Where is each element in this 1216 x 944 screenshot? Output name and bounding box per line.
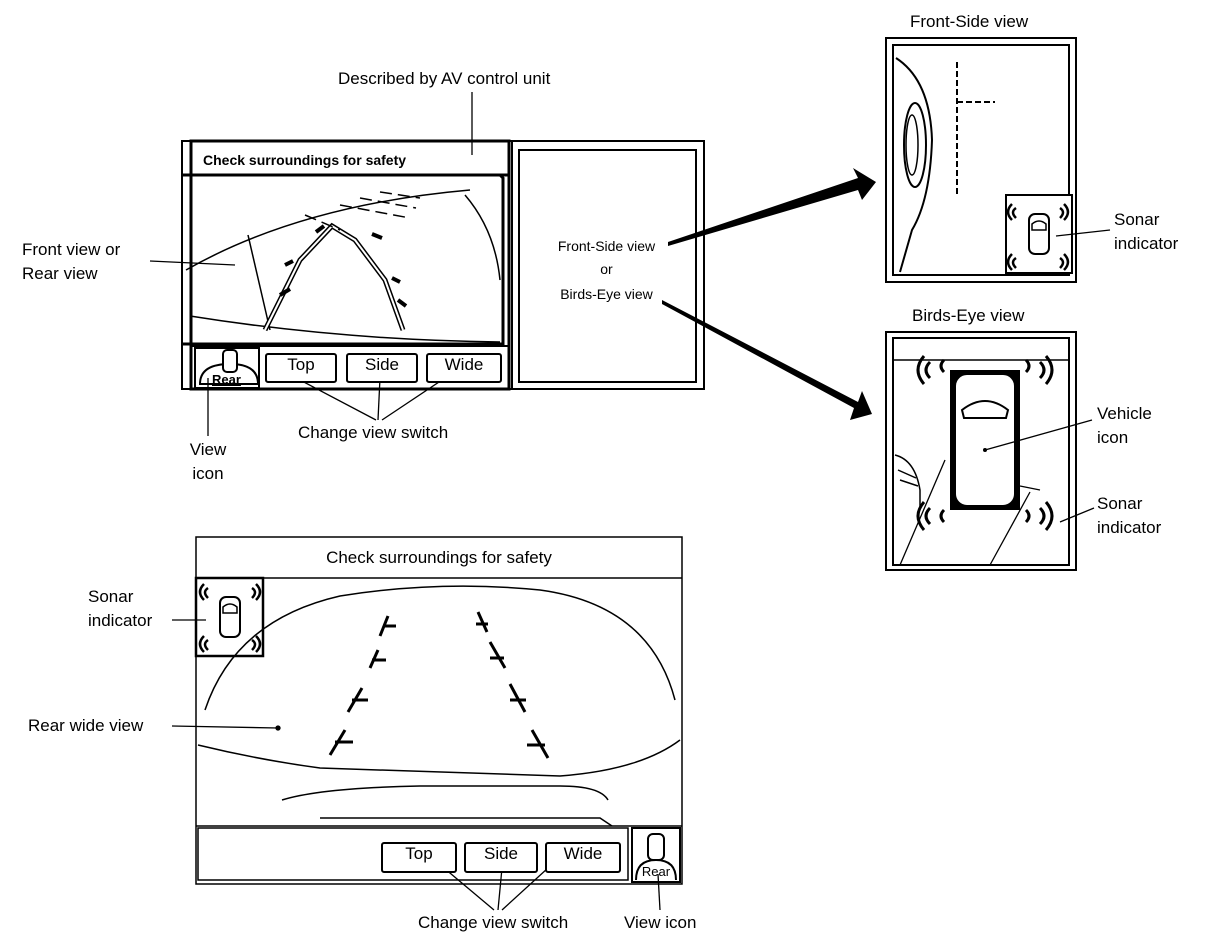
arrows <box>662 168 876 420</box>
right-panel-line2: or <box>600 261 613 277</box>
top-view-button[interactable]: Top <box>265 353 337 383</box>
described-by-label: Described by AV control unit <box>338 69 551 88</box>
sonar-label-2b: indicator <box>1097 518 1162 537</box>
front-or-rear-label-2: Rear view <box>22 264 98 283</box>
change-view-label-bottom: Change view switch <box>418 913 569 932</box>
top-leader-lines <box>149 92 473 436</box>
front-or-rear-label-1: Front view or <box>22 240 121 259</box>
bottom-leader-lines <box>171 619 661 911</box>
change-view-label-top: Change view switch <box>298 423 449 442</box>
right-panel-line1: Front-Side view <box>557 238 656 254</box>
top-monitor <box>181 139 705 391</box>
side-view-button[interactable]: Side <box>346 353 418 383</box>
view-icon-label-2: icon <box>192 464 224 483</box>
view-icon-label-1: View <box>189 440 227 459</box>
right-panel-line3: Birds-Eye view <box>560 286 653 302</box>
sonar-label-3a: Sonar <box>88 587 134 606</box>
side-view-button-bottom[interactable]: Side <box>464 842 538 873</box>
vehicle-icon-label-a: Vehicle <box>1097 404 1152 423</box>
view-icon-top-drawing <box>198 349 260 385</box>
sonar-label-2a: Sonar <box>1097 494 1143 513</box>
rear-wide-view-label: Rear wide view <box>28 716 144 735</box>
sonar-label-1a: Sonar <box>1114 210 1160 229</box>
view-icon-bottom-label: View icon <box>624 913 697 932</box>
top-view-button-bottom[interactable]: Top <box>381 842 457 873</box>
front-side-panel <box>885 37 1111 283</box>
front-side-title: Front-Side view <box>910 12 1029 31</box>
bottom-message: Check surroundings for safety <box>326 548 552 567</box>
sonar-label-1b: indicator <box>1114 234 1179 253</box>
wide-view-button[interactable]: Wide <box>426 353 502 383</box>
view-icon-label-bottom[interactable]: Rear <box>641 864 671 879</box>
birds-eye-panel <box>885 331 1095 571</box>
top-message: Check surroundings for safety <box>203 152 407 168</box>
view-icon-label-top[interactable]: Rear <box>212 372 241 387</box>
birds-eye-title: Birds-Eye view <box>912 306 1025 325</box>
vehicle-icon-label-b: icon <box>1097 428 1129 447</box>
bottom-monitor <box>194 536 683 885</box>
sonar-label-3b: indicator <box>88 611 153 630</box>
wide-view-button-bottom[interactable]: Wide <box>545 842 621 873</box>
